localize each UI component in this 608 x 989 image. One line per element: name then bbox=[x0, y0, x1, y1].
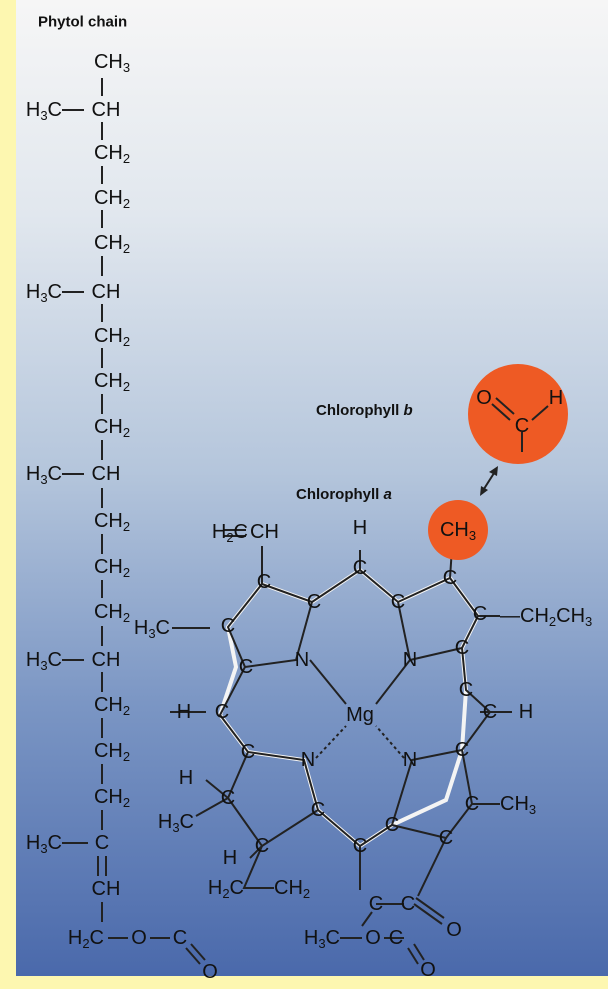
atom-c: C bbox=[241, 741, 255, 763]
atom-c: C bbox=[455, 637, 469, 659]
atom-h2c: H2C bbox=[68, 927, 104, 951]
atom-h2c: H2C bbox=[212, 521, 248, 545]
atom-h3c: H3C bbox=[26, 463, 62, 487]
atom-c: C bbox=[385, 814, 399, 836]
chlorophyll-a-highlight: CH3 Chlorophyll a bbox=[296, 486, 488, 560]
atom-c: C bbox=[515, 415, 529, 437]
ring-atoms: C C C C C C C C C C C C C C C C C C C C … bbox=[134, 517, 592, 981]
atom-o: O bbox=[420, 959, 436, 981]
atom-c: C bbox=[443, 567, 457, 589]
atom-h: H bbox=[223, 847, 237, 869]
atom-ch: CH bbox=[92, 878, 121, 900]
atom-c: C bbox=[353, 835, 367, 857]
atom-c: C bbox=[369, 893, 383, 915]
atom-c: C bbox=[239, 656, 253, 678]
atom-h3c: H3C bbox=[134, 617, 170, 641]
atom-n: N bbox=[301, 749, 315, 771]
atom-c: C bbox=[459, 679, 473, 701]
atom-c: C bbox=[483, 701, 497, 723]
atom-ch: CH bbox=[92, 99, 121, 121]
atom-ch2: CH2 bbox=[94, 416, 130, 440]
phytol-chain: CH3 H3C CH CH2 CH2 CH2 H3C CH CH2 CH2 CH… bbox=[26, 51, 218, 983]
atom-ch2: CH2 bbox=[94, 187, 130, 211]
atom-c: C bbox=[255, 835, 269, 857]
phytol-chain-label: Phytol chain bbox=[38, 14, 127, 31]
atom-h3c: H3C bbox=[26, 832, 62, 856]
atom-c: C bbox=[465, 793, 479, 815]
atom-c: C bbox=[439, 827, 453, 849]
atom-mg: Mg bbox=[346, 704, 374, 726]
atom-n: N bbox=[403, 649, 417, 671]
atom-ch3: CH3 bbox=[500, 793, 536, 817]
atom-ch2: CH2 bbox=[94, 556, 130, 580]
atom-h: H bbox=[549, 387, 563, 409]
atom-ch3: CH3 bbox=[440, 519, 476, 543]
atom-ch2: CH2 bbox=[94, 694, 130, 718]
cho-highlight-circle bbox=[468, 364, 568, 464]
atom-ch3: CH3 bbox=[94, 51, 130, 75]
atom-o: O bbox=[446, 919, 462, 941]
atom-ch: CH bbox=[92, 649, 121, 671]
atom-c: C bbox=[401, 893, 415, 915]
atom-ch2: CH2 bbox=[94, 232, 130, 256]
chlorophyll-a-label: Chlorophyll a bbox=[296, 486, 392, 503]
atom-c: C bbox=[389, 927, 403, 949]
atom-c: C bbox=[257, 571, 271, 593]
atom-c: C bbox=[173, 927, 187, 949]
atom-c: C bbox=[95, 832, 109, 854]
atom-c: C bbox=[221, 615, 235, 637]
atom-o: O bbox=[202, 961, 218, 983]
atom-c: C bbox=[353, 557, 367, 579]
atom-h: H bbox=[177, 701, 191, 723]
atom-ethyl: —CH2CH3 bbox=[500, 605, 592, 629]
atom-ch: CH bbox=[92, 463, 121, 485]
atom-o: O bbox=[131, 927, 147, 949]
atom-h: H bbox=[353, 517, 367, 539]
atom-c: C bbox=[455, 739, 469, 761]
chlorophyll-b-highlight: O C H Chlorophyll b bbox=[316, 364, 568, 464]
atom-c: C bbox=[221, 787, 235, 809]
atom-h: H bbox=[179, 767, 193, 789]
atom-h2c: H2C bbox=[208, 877, 244, 901]
atom-ch: CH bbox=[250, 521, 279, 543]
atom-ch2: CH2 bbox=[94, 370, 130, 394]
atom-ch2: CH2 bbox=[94, 786, 130, 810]
atom-n: N bbox=[403, 749, 417, 771]
atom-h3c: H3C bbox=[26, 649, 62, 673]
ch3-highlight-circle bbox=[428, 500, 488, 560]
atom-h3c: H3C bbox=[158, 811, 194, 835]
atom-ch2: CH2 bbox=[94, 601, 130, 625]
atom-h3c: H3C bbox=[304, 927, 340, 951]
atom-ch2: CH2 bbox=[94, 325, 130, 349]
atom-o: O bbox=[476, 387, 492, 409]
atom-c: C bbox=[391, 591, 405, 613]
atom-ch2: CH2 bbox=[94, 740, 130, 764]
atom-h3c: H3C bbox=[26, 281, 62, 305]
atom-o: O bbox=[365, 927, 381, 949]
atom-ch2: CH2 bbox=[94, 142, 130, 166]
atom-ch2: CH2 bbox=[94, 510, 130, 534]
chlorophyll-b-label: Chlorophyll b bbox=[316, 402, 413, 419]
conversion-arrow bbox=[480, 466, 498, 496]
atom-n: N bbox=[295, 649, 309, 671]
atom-ch2: CH2 bbox=[274, 877, 310, 901]
atom-h3c: H3C bbox=[26, 99, 62, 123]
atom-c: C bbox=[215, 701, 229, 723]
atom-c: C bbox=[473, 603, 487, 625]
atom-c: C bbox=[307, 591, 321, 613]
atom-ch: CH bbox=[92, 281, 121, 303]
atom-h: H bbox=[519, 701, 533, 723]
porphyrin-ring bbox=[170, 529, 512, 965]
atom-c: C bbox=[311, 799, 325, 821]
